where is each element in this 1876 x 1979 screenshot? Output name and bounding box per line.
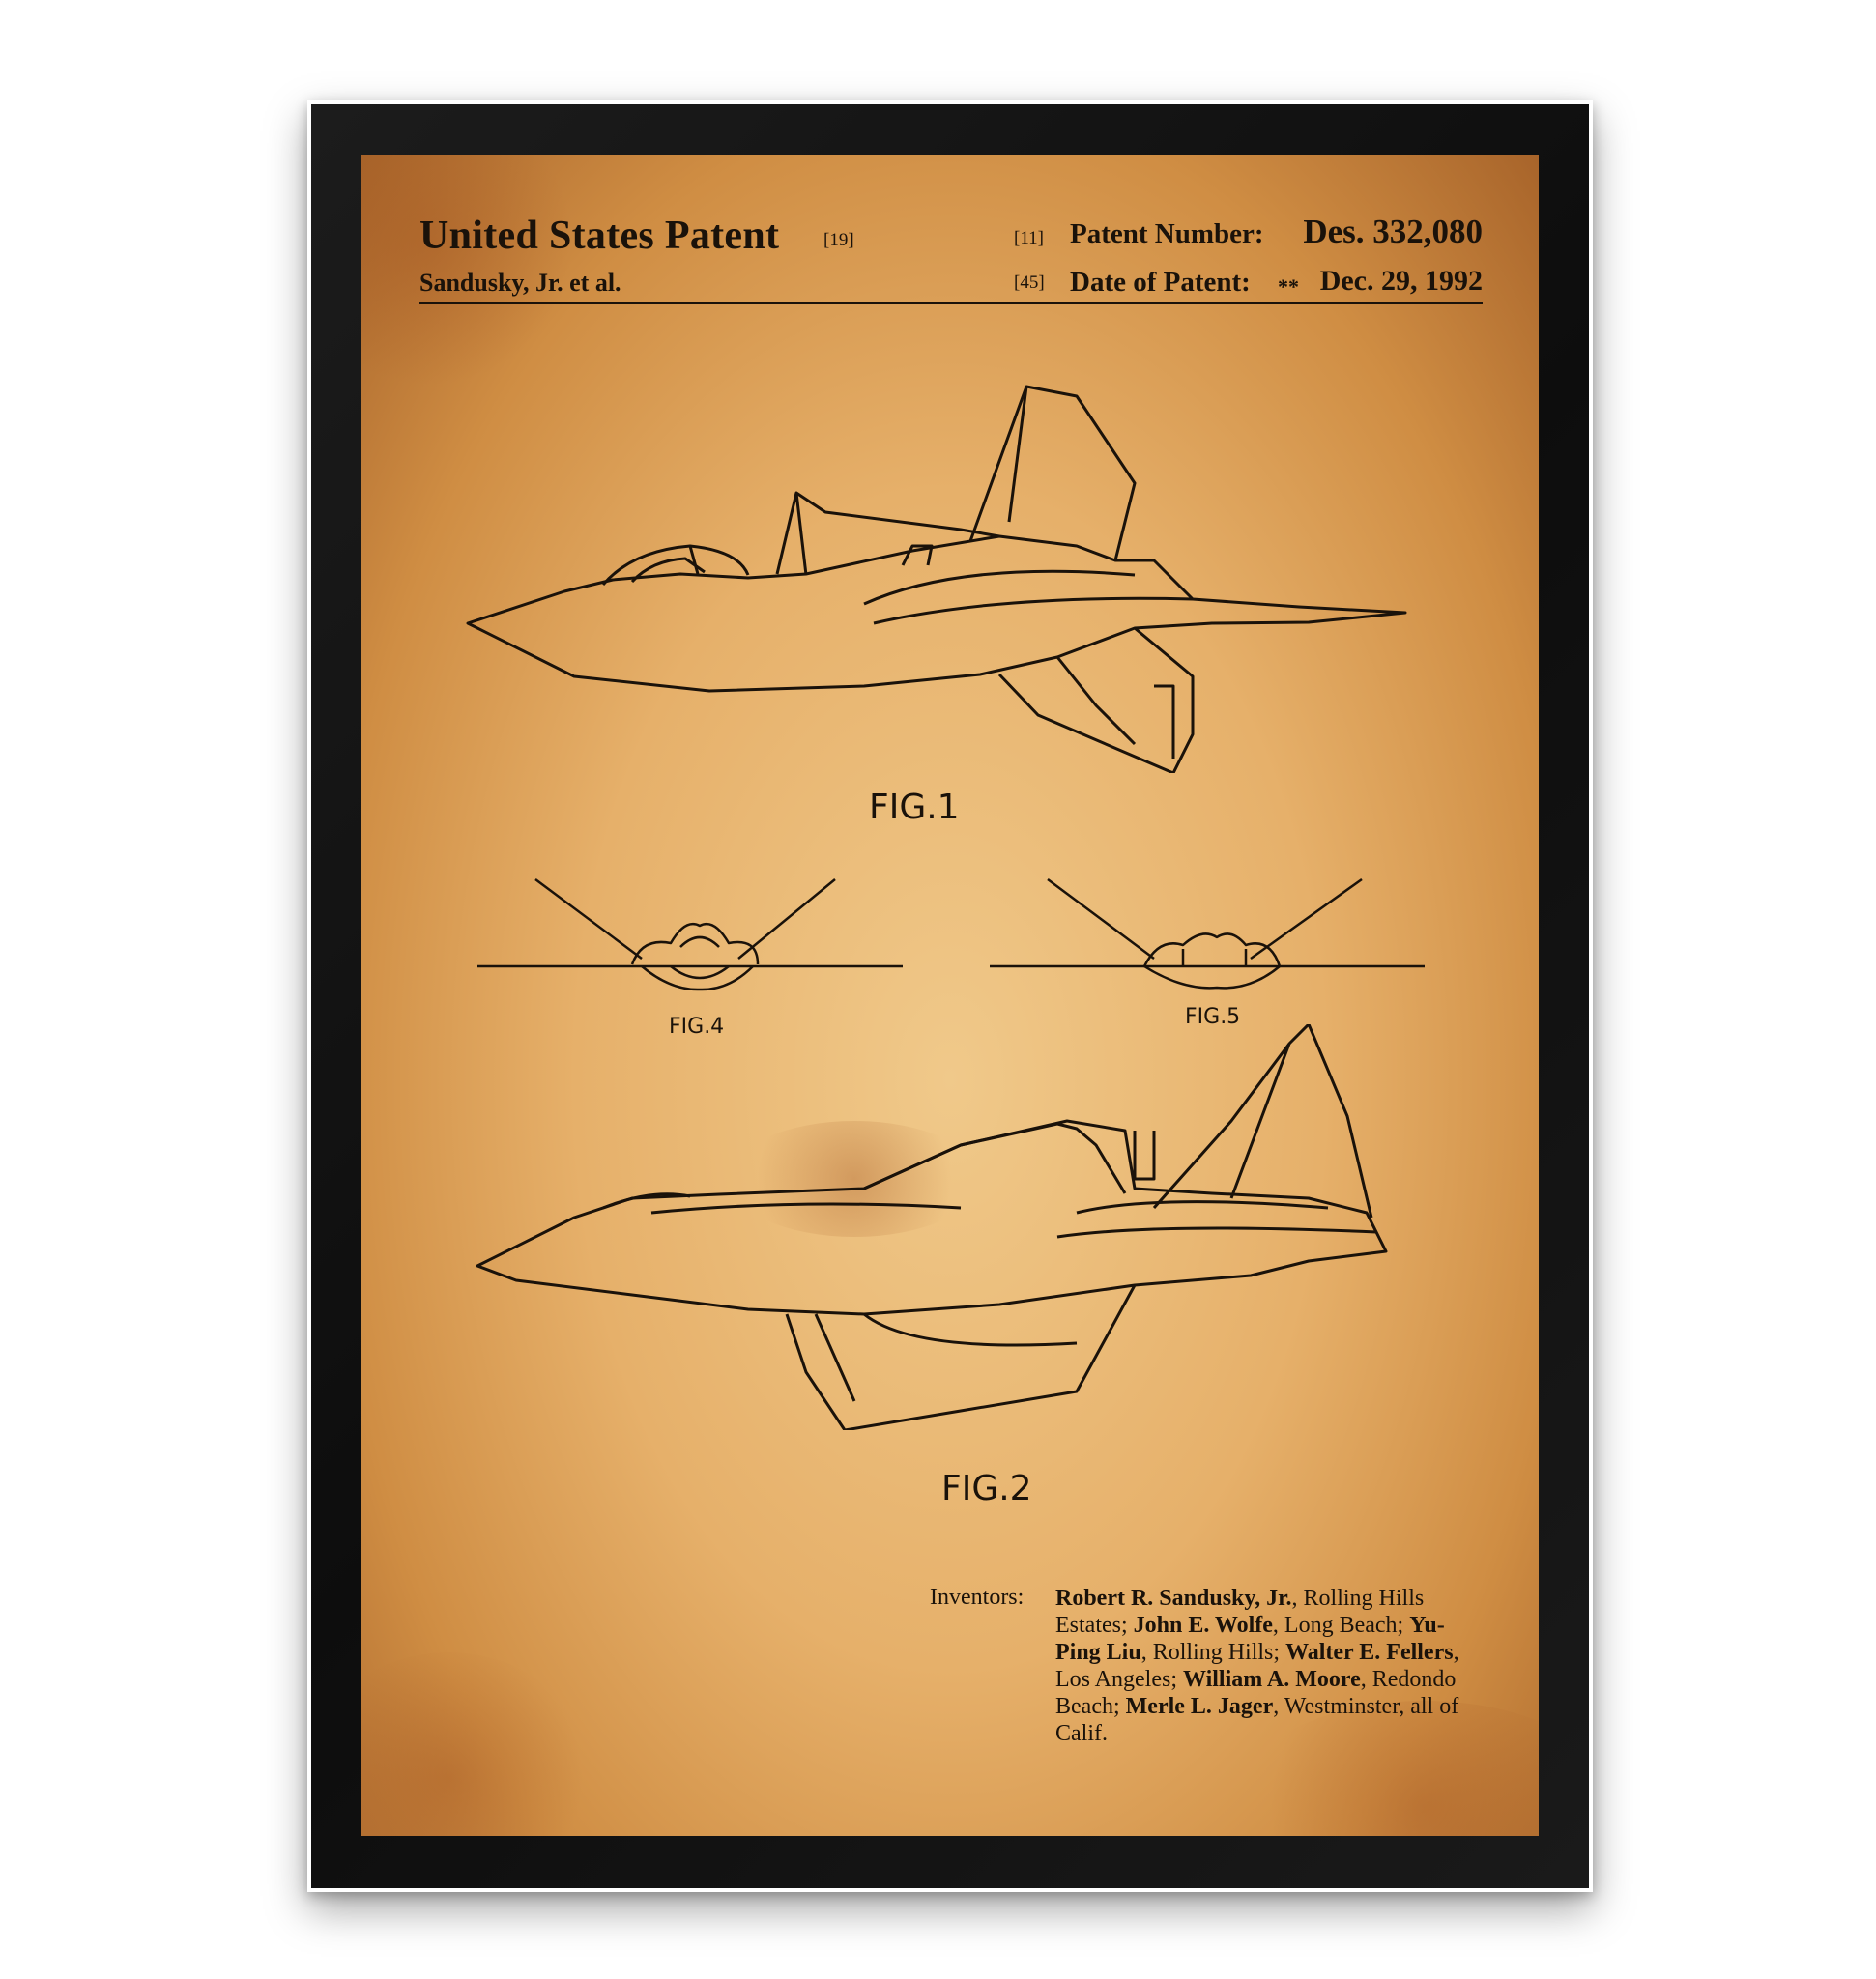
stain bbox=[361, 1652, 593, 1836]
inventor-location: , Long Beach; bbox=[1273, 1613, 1409, 1638]
code-19: [19] bbox=[823, 230, 854, 251]
patent-print: United States Patent [19] Sandusky, Jr. … bbox=[361, 155, 1539, 1836]
inventor-location: , Rolling Hills; bbox=[1141, 1640, 1285, 1665]
date-label: Date of Patent: bbox=[1070, 267, 1251, 299]
inventor-name: Robert R. Sandusky, Jr. bbox=[1055, 1586, 1292, 1611]
fig2-drawing bbox=[458, 1024, 1425, 1430]
inventors-label: Inventors: bbox=[930, 1585, 1024, 1611]
patent-number-label: Patent Number: bbox=[1070, 218, 1264, 250]
fig1-label: FIG.1 bbox=[869, 788, 960, 827]
patent-title: United States Patent bbox=[419, 213, 779, 259]
code-45: [45] bbox=[1014, 272, 1045, 294]
patent-number: Des. 332,080 bbox=[1303, 213, 1483, 251]
fig1-drawing bbox=[458, 367, 1425, 773]
inventor-name: William A. Moore bbox=[1183, 1667, 1361, 1692]
code-11: [11] bbox=[1014, 228, 1044, 249]
fig5-drawing bbox=[990, 870, 1434, 1005]
inventor-name: Walter E. Fellers bbox=[1285, 1640, 1454, 1665]
inventor-name: Merle L. Jager bbox=[1126, 1694, 1274, 1719]
fig4-drawing bbox=[477, 870, 922, 1005]
date-stars: ** bbox=[1278, 274, 1299, 300]
inventors-list: Robert R. Sandusky, Jr., Rolling Hills E… bbox=[1055, 1585, 1461, 1747]
inventor-name: John E. Wolfe bbox=[1134, 1613, 1273, 1638]
patent-header: United States Patent [19] Sandusky, Jr. … bbox=[419, 213, 1483, 300]
patent-date: Dec. 29, 1992 bbox=[1320, 265, 1483, 298]
assignee: Sandusky, Jr. et al. bbox=[419, 269, 621, 298]
fig2-label: FIG.2 bbox=[941, 1469, 1032, 1508]
header-rule bbox=[419, 302, 1483, 304]
